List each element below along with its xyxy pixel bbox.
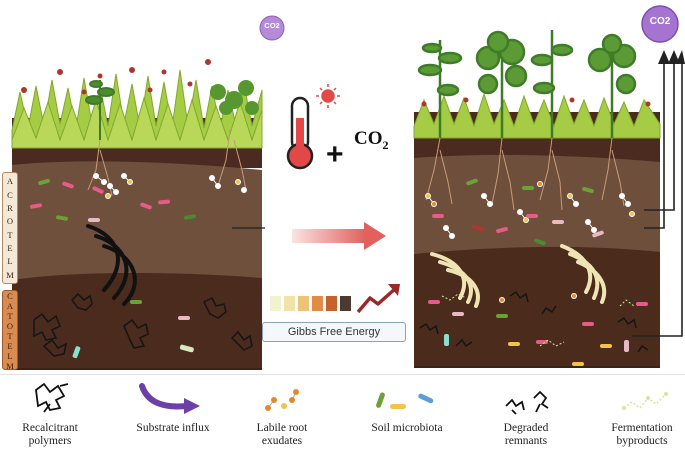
right-moss-capsules xyxy=(421,97,651,107)
catotelm-letter: T xyxy=(7,311,13,321)
left-co2-bubble xyxy=(259,15,285,41)
influx-arrow-icon xyxy=(139,383,200,414)
acrotelm-letter: R xyxy=(7,202,13,213)
right-moss-carpet xyxy=(413,92,661,139)
gibbs-swatch xyxy=(340,296,351,311)
left-sedge-plant xyxy=(85,80,115,140)
microbe-icon xyxy=(376,392,434,409)
acrotelm-letter: C xyxy=(7,189,13,200)
catotelm-letter: E xyxy=(7,341,13,351)
right-microbes xyxy=(428,178,648,366)
center-co2-sub: 2 xyxy=(382,137,389,152)
acrotelm-tag: A C R O T E L M xyxy=(2,172,18,284)
polymer-icon xyxy=(35,382,69,413)
left-co2-flow-line xyxy=(232,227,265,229)
left-acrotelm-layer xyxy=(12,161,262,282)
catotelm-letter: L xyxy=(7,351,13,361)
right-co2-flow-line-3 xyxy=(632,60,683,337)
right-co2-flow-line-2 xyxy=(644,60,675,211)
gibbs-swatch xyxy=(284,296,295,311)
right-co2-flow-line-1 xyxy=(644,60,665,229)
right-co2-bubble xyxy=(641,5,679,43)
left-shrub-plant xyxy=(210,80,259,115)
acrotelm-letter: A xyxy=(6,176,14,187)
left-microbes xyxy=(30,178,196,359)
acrotelm-letter: M xyxy=(6,269,14,280)
exudate-icon xyxy=(265,389,299,411)
right-byproducts xyxy=(441,293,635,347)
right-degraded-remnants xyxy=(419,290,649,353)
catotelm-tag: C A T O T E L M xyxy=(2,290,18,371)
acrotelm-letter: O xyxy=(6,216,14,227)
byproduct-icon xyxy=(622,392,668,410)
legend-divider xyxy=(0,374,685,375)
remnant-icon xyxy=(505,390,549,415)
gibbs-swatch xyxy=(312,296,323,311)
left-substrate-influx xyxy=(86,224,137,306)
catotelm-letter: A xyxy=(6,301,14,311)
thermometer-icon xyxy=(286,84,340,170)
right-tall-plants xyxy=(417,30,637,138)
catotelm-letter: C xyxy=(7,291,13,301)
catotelm-letter: T xyxy=(7,331,13,341)
legend-label-exudates: Labile root exudates xyxy=(256,422,308,447)
legend-label-byproducts: Fermentation byproducts xyxy=(611,422,673,447)
acrotelm-letter: T xyxy=(7,229,13,240)
center-co2-text: CO2 xyxy=(354,128,389,153)
right-exudates xyxy=(425,181,635,303)
legend-label-microbiota: Soil microbiota xyxy=(371,422,443,434)
gibbs-swatch xyxy=(270,296,281,311)
gibbs-swatch xyxy=(298,296,309,311)
left-co2-label: CO2 xyxy=(264,21,280,30)
gibbs-swatch xyxy=(326,296,337,311)
left-roots xyxy=(87,129,247,197)
transition-arrow xyxy=(292,222,386,250)
catotelm-letter: M xyxy=(6,361,14,371)
left-exudates xyxy=(93,173,247,199)
left-moss-capsules xyxy=(21,59,211,95)
gibbs-color-scale xyxy=(270,296,351,311)
left-polymers xyxy=(33,292,253,357)
left-peat-panel xyxy=(11,59,265,370)
rising-trend-arrow xyxy=(356,284,400,314)
left-moss-carpet xyxy=(11,69,263,149)
acrotelm-letter: E xyxy=(7,242,13,253)
catotelm-letter: O xyxy=(6,321,14,331)
right-peat-panel xyxy=(413,30,685,368)
right-substrate-influx xyxy=(430,244,607,308)
acrotelm-letter: L xyxy=(7,256,13,267)
right-co2-label: CO2 xyxy=(649,16,671,27)
legend-label-influx: Substrate influx xyxy=(136,422,210,434)
legend-label-remnants: Degraded remnants xyxy=(503,422,549,447)
gibbs-free-energy-label: Gibbs Free Energy xyxy=(262,322,406,342)
plus-sign: + xyxy=(326,138,344,171)
legend-label-polymers: Recalcitrant polymers xyxy=(22,422,78,447)
center-co2-main: CO xyxy=(354,128,383,149)
sun-icon xyxy=(316,84,340,108)
